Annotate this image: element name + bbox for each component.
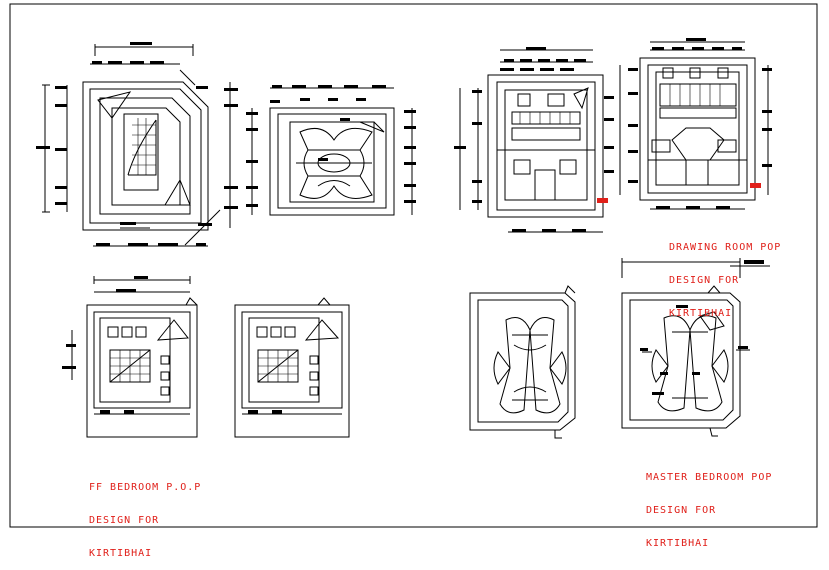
plan-ff-bedroom-a: [71, 276, 198, 438]
drawing-room-pop-label: DRAWING ROOM POP DESIGN FOR KIRTIBHAI: [669, 220, 781, 330]
plan-master-bedroom-b: [621, 258, 770, 437]
plan-ff-bedroom-b: [234, 297, 350, 438]
master-bedroom-pop-label: MASTER BEDROOM POP DESIGN FOR KIRTIBHAI: [646, 450, 772, 560]
plan-drawing-room-a: [459, 49, 604, 233]
plan-6-dimension-marks: [248, 410, 282, 414]
plan-batwing-ceiling: [251, 87, 413, 216]
label-line: KIRTIBHAI: [646, 538, 710, 549]
plan-5-dimension-marks: [62, 276, 148, 414]
label-line: MASTER BEDROOM POP: [646, 472, 773, 483]
label-line: DRAWING ROOM POP: [669, 242, 782, 253]
label-line: DESIGN FOR: [89, 515, 160, 526]
cad-drawing-sheet: [9, 3, 818, 528]
plan-1-dimension-marks: [36, 42, 238, 246]
plan-drawing-room-b: [619, 41, 769, 210]
plan-3-dimension-marks: [454, 47, 614, 232]
plan-2-dimension-marks: [246, 85, 416, 207]
label-line: KIRTIBHAI: [89, 548, 153, 559]
ff-bedroom-pop-label: FF BEDROOM P.O.P DESIGN FOR KIRTIBHAI: [89, 460, 201, 570]
plan-4-dimension-marks: [628, 38, 772, 209]
plan-8-dimension-marks: [640, 260, 764, 395]
label-line: DESIGN FOR: [646, 505, 717, 516]
label-line: DESIGN FOR: [669, 275, 740, 286]
plan-octagon-ceiling: [42, 44, 231, 247]
label-line: KIRTIBHAI: [669, 308, 733, 319]
plan-master-bedroom-a: [469, 285, 576, 439]
label-line: FF BEDROOM P.O.P: [89, 482, 202, 493]
sheet-border: [9, 3, 818, 528]
